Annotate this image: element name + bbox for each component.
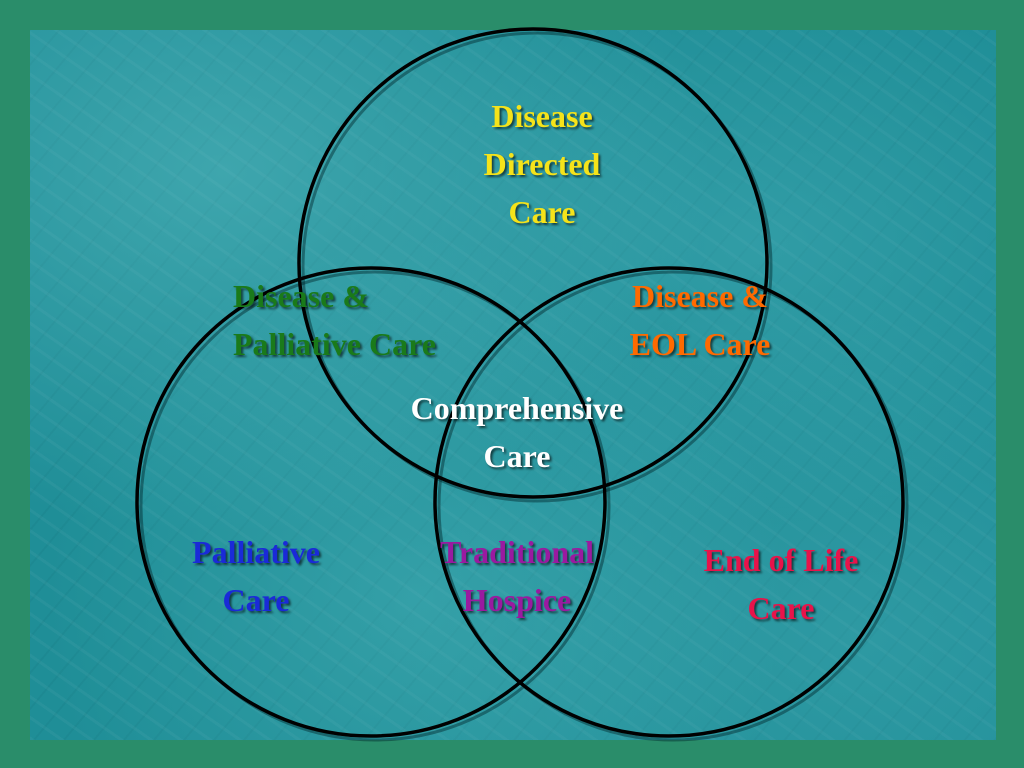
label-comprehensive-care: Comprehensive Care [377,384,657,480]
label-line: Hospice [462,582,572,618]
label-line: Care [483,438,551,474]
venn-circle-left-shadow [139,270,611,742]
venn-circle-top [297,27,769,499]
venn-circle-left [135,266,607,738]
label-line: Traditional [439,534,595,570]
label-line: Palliative Care [233,326,436,362]
label-line: Care [222,582,290,618]
label-line: Comprehensive [410,390,624,426]
label-line: Disease [491,98,593,134]
label-end-of-life-care: End of Life Care [676,536,886,632]
label-palliative-care: Palliative Care [166,528,346,624]
label-line: Directed [483,146,601,182]
venn-circle-top-shadow [301,31,773,503]
label-line: Care [747,590,815,626]
label-disease-directed-care: Disease Directed Care [442,92,642,236]
label-disease-palliative-care: Disease & Palliative Care [233,272,493,368]
label-line: Care [508,194,576,230]
label-line: Disease & [233,278,369,314]
label-line: EOL Care [629,326,771,362]
label-line: Palliative [192,534,320,570]
label-line: Disease & [632,278,768,314]
label-disease-eol-care: Disease & EOL Care [600,272,800,368]
marble-background-panel [30,30,996,740]
label-traditional-hospice: Traditional Hospice [412,528,622,624]
venn-circle-right [433,266,905,738]
venn-circle-right-shadow [437,270,909,742]
label-line: End of Life [703,542,859,578]
